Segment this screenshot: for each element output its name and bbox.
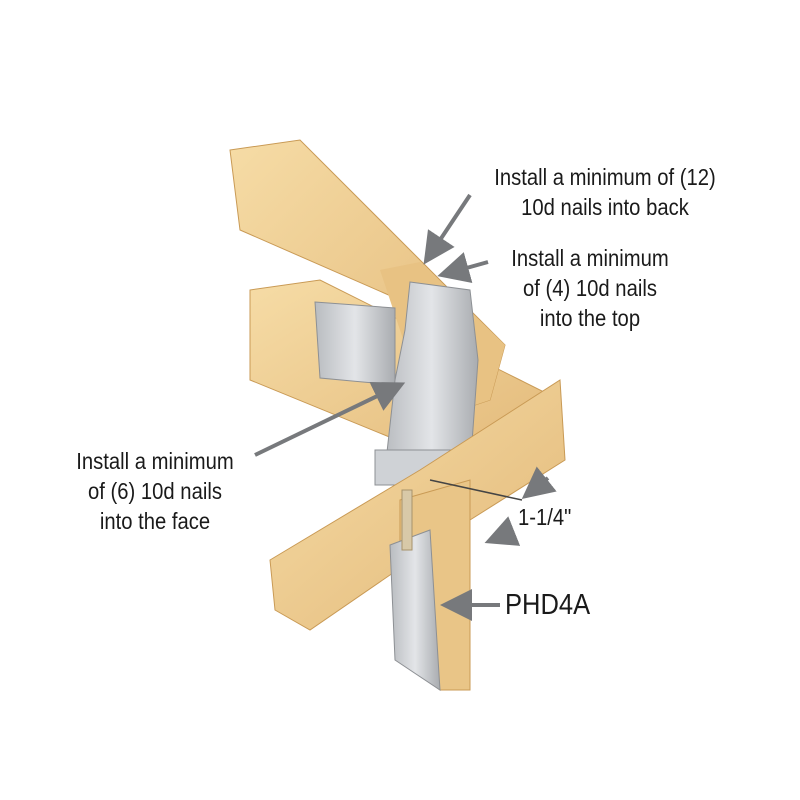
dimension-line	[429, 479, 523, 501]
product-label: PHD4A	[505, 589, 591, 621]
callout-face-line3: into the face	[99, 508, 211, 534]
callout-back-line2: 10d nails into back	[521, 194, 689, 220]
callout-top-line3: into the top	[539, 305, 641, 331]
callout-back: Install a minimum of (12) 10d nails into…	[486, 162, 724, 222]
dimension-label: 1-1/4"	[518, 504, 572, 530]
callout-top: Install a minimum of (4) 10d nails into …	[493, 243, 687, 333]
arrow-face	[254, 382, 406, 457]
arrow-dim-lower	[484, 516, 521, 546]
phd4a-holdown	[389, 529, 441, 691]
callout-face: Install a minimum of (6) 10d nails into …	[58, 446, 252, 536]
arrow-top	[437, 252, 489, 283]
callout-back-line1: Install a minimum of (12)	[494, 164, 716, 190]
callout-face-line1: Install a minimum	[76, 448, 234, 474]
callout-top-line2: of (4) 10d nails	[523, 275, 657, 301]
arrow-back	[423, 193, 472, 265]
arrow-dim-upper	[521, 466, 557, 499]
callout-face-line2: of (6) 10d nails	[88, 478, 222, 504]
callout-top-line1: Install a minimum	[511, 245, 669, 271]
steel-plate-back	[314, 301, 396, 386]
